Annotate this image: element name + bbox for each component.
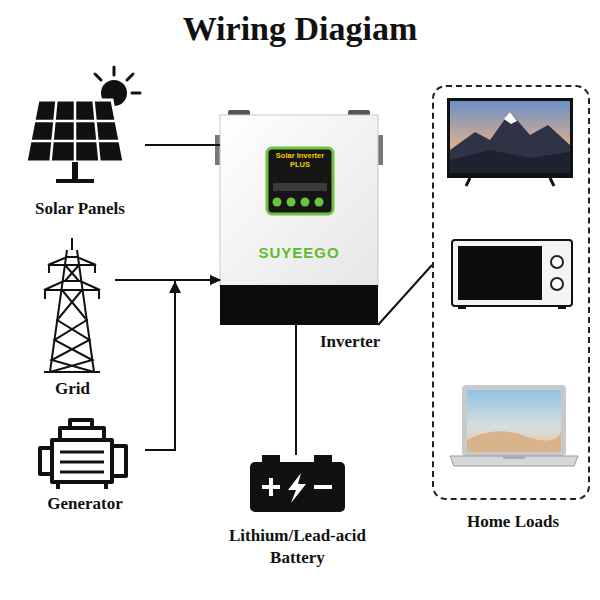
laptop-icon <box>462 385 566 456</box>
inverter-body <box>215 110 383 325</box>
solar-panel-icon <box>26 100 124 162</box>
inverter-body <box>215 135 220 165</box>
microwave-icon <box>452 240 572 306</box>
battery-icon <box>288 473 306 503</box>
generator-icon <box>112 446 126 476</box>
grid-tower-icon <box>71 238 73 250</box>
tv-icon <box>447 98 573 186</box>
inverter-body <box>301 198 310 207</box>
generator-icon <box>60 452 104 472</box>
inverter-body <box>287 198 296 207</box>
node-label: Home Loads <box>424 511 600 533</box>
grid-tower-icon <box>94 265 96 273</box>
solar-panel-icon <box>95 67 140 93</box>
grid-tower-icon <box>98 290 100 299</box>
microwave-icon <box>452 240 572 309</box>
grid-tower-icon <box>44 371 100 373</box>
grid-node: Grid <box>30 240 115 400</box>
tv-icon <box>447 98 573 178</box>
solar-panel-icon <box>56 179 94 183</box>
battery-icon <box>269 478 273 496</box>
inverter-body <box>273 198 282 207</box>
microwave-icon <box>458 246 542 300</box>
generator-icon <box>70 420 92 428</box>
solar-panel-icon <box>34 120 116 123</box>
home-loads-group: Home Loads <box>432 85 590 500</box>
generator-icon <box>52 440 112 482</box>
laptop-icon <box>467 431 561 452</box>
laptop-icon <box>450 385 578 466</box>
solar-panel-icon <box>26 67 140 183</box>
node-label: Solar Panels <box>35 198 125 220</box>
microwave-icon <box>458 306 466 309</box>
node-label: Grid <box>55 378 90 400</box>
laptop-icon <box>450 456 578 466</box>
generator-node: Generator <box>25 415 145 515</box>
battery-icon <box>250 462 345 512</box>
grid-tower-icon <box>44 238 100 372</box>
grid-tower-icon <box>44 290 46 299</box>
tv-icon <box>450 150 570 173</box>
screen-text: Solar Inverter PLUS <box>272 151 328 169</box>
solar-panel-icon <box>74 100 77 162</box>
node-label: Lithium/Lead-acid Battery <box>200 525 395 569</box>
microwave-icon <box>558 306 566 309</box>
generator-icon <box>40 448 52 474</box>
solar-panel-icon <box>30 140 120 143</box>
microwave-icon <box>551 256 563 268</box>
battery-node: Lithium/Lead-acid Battery <box>250 455 345 512</box>
microwave-icon <box>551 278 563 290</box>
solar-panel-icon <box>113 67 116 75</box>
inverter-body <box>378 135 383 165</box>
inverter-body <box>315 198 324 207</box>
solar-panel-icon <box>132 92 140 95</box>
grid-tower-icon <box>65 265 79 281</box>
tv-icon <box>450 101 570 173</box>
brand-name: SUYEEGO <box>220 244 378 262</box>
laptop-icon <box>503 456 525 459</box>
connector-line <box>378 265 432 325</box>
solar-panel-icon <box>95 74 101 80</box>
connector-line <box>295 325 297 455</box>
grid-tower-icon <box>48 265 50 273</box>
grid-tower-icon <box>52 290 94 372</box>
solar-panel-icon <box>51 100 57 162</box>
node-label: Inverter <box>320 331 380 353</box>
laptop-icon <box>467 390 561 452</box>
inverter-node: Solar Inverter PLUSSUYEEGOInverter <box>220 115 378 325</box>
battery-icon <box>250 455 345 512</box>
grid-tower-icon <box>48 257 96 265</box>
solar-panel-icon <box>72 162 78 180</box>
generator-icon <box>60 428 104 440</box>
solar-panel-icon <box>30 100 120 162</box>
generator-icon <box>40 420 126 489</box>
inverter-body <box>267 148 333 214</box>
grid-tower-icon <box>44 281 100 290</box>
inverter-body <box>273 183 327 191</box>
tv-icon <box>550 178 554 186</box>
node-label: Generator <box>47 493 123 515</box>
inverter-body <box>220 115 378 287</box>
tv-icon <box>450 112 570 173</box>
tv-icon <box>504 112 517 124</box>
connector-line <box>145 144 220 146</box>
battery-icon <box>314 485 332 489</box>
connector-line <box>145 280 220 450</box>
solar-panel-node: Solar Panels <box>15 70 145 220</box>
tv-icon <box>466 178 470 186</box>
inverter-body <box>220 285 378 325</box>
generator-icon <box>58 482 106 489</box>
diagram-title: Wiring Diagiam <box>0 10 600 48</box>
solar-panel-icon <box>127 74 133 80</box>
solar-panel-icon <box>94 100 100 162</box>
